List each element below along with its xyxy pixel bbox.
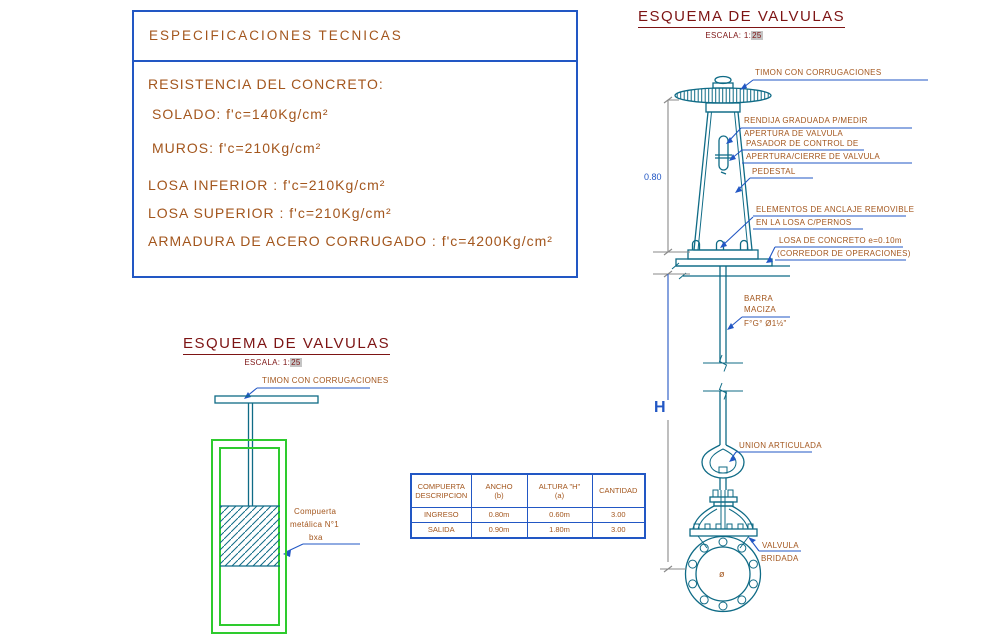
left-schema-title-block: ESQUEMA DE VALVULAS ESCALA: 1:25 <box>183 335 391 367</box>
right-schema-scale: ESCALA: 1:25 <box>638 31 830 40</box>
cell-descripcion: INGRESO <box>410 507 472 523</box>
pedestal-valve-drawing <box>671 75 790 613</box>
label-losa2: (CORREDOR DE OPERACIONES) <box>777 249 911 258</box>
scale-value: 25 <box>290 358 302 367</box>
gate-drawing <box>211 395 319 634</box>
label-compuerta1: Compuerta <box>294 507 337 516</box>
valve-diameter-symbol: ø <box>719 569 725 579</box>
table-row: SALIDA 0.90m 1.80m 3.00 <box>410 522 646 539</box>
graduated-slot <box>718 135 729 171</box>
spec-line: ARMADURA DE ACERO CORRUGADO : f'c=4200Kg… <box>148 233 553 249</box>
label-valvula2: BRIDADA <box>761 554 799 563</box>
spec-divider <box>132 60 578 62</box>
right-schema-title: ESQUEMA DE VALVULAS <box>638 8 846 28</box>
spec-line: MUROS: f'c=210Kg/cm² <box>152 140 322 156</box>
scale-value: 25 <box>751 31 763 40</box>
label-anclaje1: ELEMENTOS DE ANCLAJE REMOVIBLE <box>756 205 915 214</box>
scale-label: ESCALA: 1: <box>244 358 291 367</box>
spec-line: SOLADO: f'c=140Kg/cm² <box>152 106 329 122</box>
slab-lines <box>676 265 790 277</box>
spec-heading: RESISTENCIA DEL CONCRETO: <box>148 76 384 92</box>
label-timon-left: TIMON CON CORRUGACIONES <box>262 376 389 385</box>
cell-cantidad: 3.00 <box>591 507 646 523</box>
label-barra1: BARRA <box>744 294 774 303</box>
spec-line: LOSA SUPERIOR : f'c=210Kg/cm² <box>148 205 392 221</box>
label-compuerta2: metálica N°1 <box>290 520 340 529</box>
label-rendija2: APERTURA DE VALVULA <box>744 129 844 138</box>
cell-cantidad: 3.00 <box>591 522 646 539</box>
label-pasador2: APERTURA/CIERRE DE VALVULA <box>746 152 881 161</box>
label-pedestal: PEDESTAL <box>752 167 796 176</box>
cell-altura: 1.80m <box>526 522 593 539</box>
label-rendija1: RENDIJA GRADUADA P/MEDIR <box>744 116 868 125</box>
gate-plate-hatch <box>220 506 280 566</box>
specifications-box: ESPECIFICACIONES TECNICAS RESISTENCIA DE… <box>132 10 578 278</box>
valve-bonnet <box>689 478 758 549</box>
col-header-cantidad: CANTIDAD <box>591 473 646 508</box>
label-pasador1: PASADOR DE CONTROL DE <box>746 139 859 148</box>
label-barra3: F°G° Ø1½" <box>744 319 787 328</box>
label-union: UNION ARTICULADA <box>739 441 822 450</box>
right-schema-title-block: ESQUEMA DE VALVULAS ESCALA: 1:25 <box>638 8 846 40</box>
left-schema-scale: ESCALA: 1:25 <box>183 358 363 367</box>
cell-ancho: 0.90m <box>470 522 528 539</box>
col-header-ancho: ANCHO (b) <box>470 473 528 508</box>
label-barra2: MACIZA <box>744 305 777 314</box>
label-valvula1: VALVULA <box>762 541 799 550</box>
spec-line: LOSA INFERIOR : f'c=210Kg/cm² <box>148 177 386 193</box>
scale-label: ESCALA: 1: <box>705 31 752 40</box>
col-header-altura: ALTURA "H" (a) <box>526 473 593 508</box>
t-handle <box>214 395 319 404</box>
cell-ancho: 0.80m <box>470 507 528 523</box>
handwheel <box>674 87 772 104</box>
label-anclaje2: EN LA LOSA C/PERNOS <box>756 218 852 227</box>
cell-descripcion: SALIDA <box>410 522 472 539</box>
dimension-h: H <box>654 399 666 416</box>
table-header-row: COMPUERTA DESCRIPCION ANCHO (b) ALTURA "… <box>410 473 646 508</box>
col-header-descripcion: COMPUERTA DESCRIPCION <box>410 473 472 508</box>
label-compuerta3: bxa <box>309 533 323 542</box>
gate-data-table: COMPUERTA DESCRIPCION ANCHO (b) ALTURA "… <box>410 473 646 539</box>
articulated-union <box>701 444 745 479</box>
label-timon: TIMON CON CORRUGACIONES <box>755 68 882 77</box>
label-losa1: LOSA DE CONCRETO e=0.10m <box>779 236 902 245</box>
solid-bar <box>719 266 727 445</box>
table-row: INGRESO 0.80m 0.60m 3.00 <box>410 507 646 523</box>
cell-altura: 0.60m <box>526 507 593 523</box>
dimension-080: 0.80 <box>644 172 662 182</box>
dimension-lines <box>653 96 690 573</box>
flanged-valve <box>684 535 762 613</box>
left-schema-title: ESQUEMA DE VALVULAS <box>183 335 391 355</box>
leader-lines <box>244 79 928 557</box>
spec-title: ESPECIFICACIONES TECNICAS <box>149 28 403 43</box>
gate-frame-outer <box>211 439 287 634</box>
